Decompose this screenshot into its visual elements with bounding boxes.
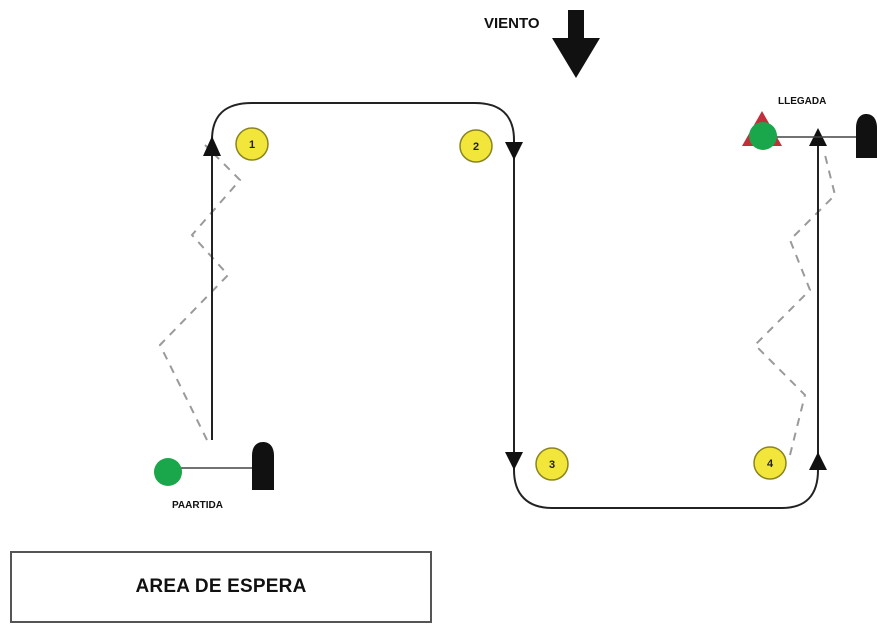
up-arrow-icon [809,452,827,470]
finish-line-area: LLEGADA [742,96,877,158]
buoy-4-label: 4 [767,458,774,470]
wind-indicator: VIENTO [484,10,600,78]
buoy-3-label: 3 [549,459,555,471]
down-arrow-icon [552,10,600,78]
start-marker [154,458,182,486]
wind-label: VIENTO [484,15,540,32]
buoy-2-label: 2 [473,141,479,153]
finish-label: LLEGADA [778,96,826,107]
course-route [211,102,819,509]
buoy-2: 2 [459,129,493,163]
buoy-3: 3 [535,447,569,481]
tacking-path-right [753,154,837,456]
up-arrow-icon [203,136,221,156]
tacking-path-left [158,144,242,441]
committee-boat-icon [856,114,877,158]
waiting-area: AREA DE ESPERA [10,551,432,623]
down-arrow-icon [505,142,523,160]
down-arrow-icon [505,452,523,470]
waiting-area-label: AREA DE ESPERA [135,576,307,597]
committee-boat-icon [252,442,274,490]
start-line-area: PAARTIDA [154,442,274,511]
buoy-1-label: 1 [249,139,255,151]
finish-marker [749,122,777,150]
buoy-1: 1 [235,127,269,161]
start-label: PAARTIDA [172,500,223,511]
buoy-4: 4 [753,446,787,480]
